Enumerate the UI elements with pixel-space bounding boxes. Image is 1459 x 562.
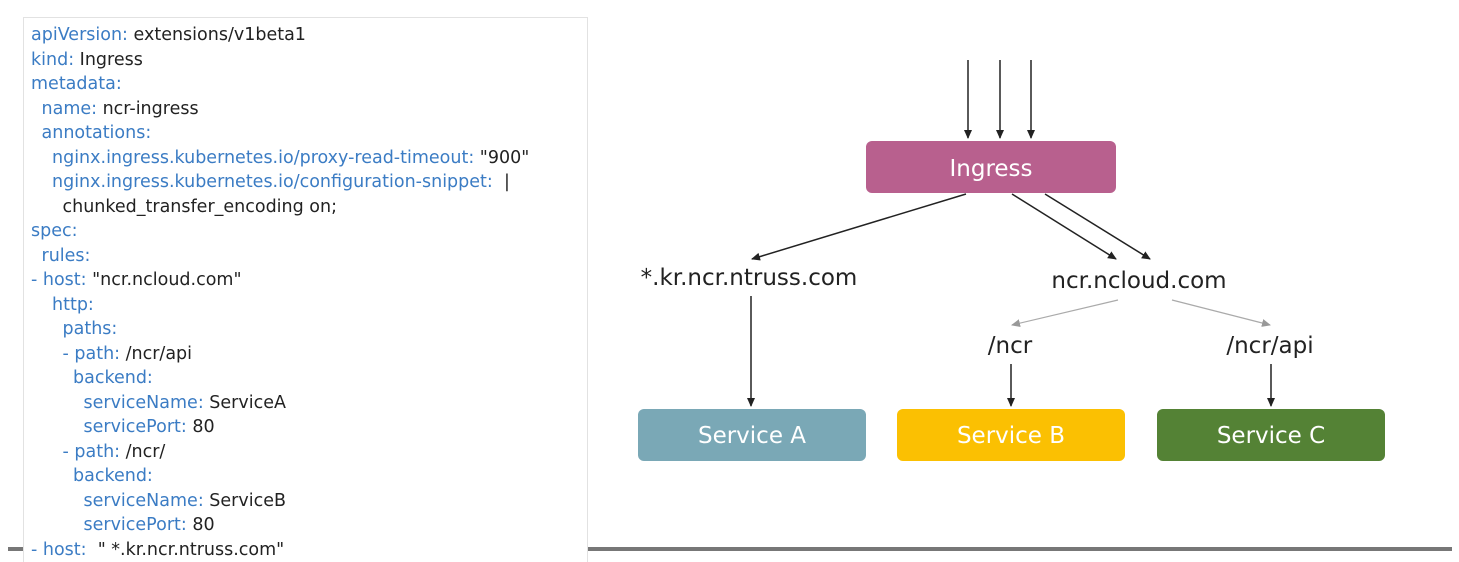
code-value: /ncr/api [120,343,193,364]
code-line: kind: Ingress [31,48,143,72]
code-line: http: [52,293,94,317]
code-key: backend: [73,466,153,486]
code-key: annotations: [41,123,152,143]
code-value: /ncr/ [120,441,166,462]
code-line: rules: [42,244,91,268]
code-key: nginx.ingress.kubernetes.io/proxy-read-t… [52,147,475,168]
code-value: Ingress [74,49,143,70]
code-key: name: [41,98,98,119]
code-key: backend: [73,368,153,388]
path-ncr-api-label: /ncr/api [1226,333,1313,359]
code-key: - path: [62,343,121,364]
code-key: kind: [31,49,75,70]
code-line: metadata: [31,72,122,96]
service-b-label: Service B [957,423,1065,449]
code-value: "900" [474,147,530,168]
code-line: - path: /ncr/api [63,342,193,366]
code-value: chunked_transfer_encoding on; [62,196,338,217]
code-line: paths: [63,317,118,341]
code-key: serviceName: [83,392,204,413]
code-line: annotations: [42,121,152,145]
code-line: name: ncr-ingress [42,97,199,121]
code-value: ServiceB [203,490,286,511]
code-value: "ncr.ncloud.com" [86,270,242,290]
code-key: nginx.ingress.kubernetes.io/configuratio… [52,172,493,192]
service-b-box: Service B [897,409,1125,461]
code-value: ServiceA [203,392,286,413]
code-line: - host: "ncr.ncloud.com" [31,268,242,292]
path-ncr-label: /ncr [988,333,1033,359]
code-key: - host: [31,539,87,560]
code-value: 80 [186,417,215,437]
code-line: backend: [73,464,153,488]
code-line: - host: " *.kr.ncr.ntruss.com" [31,538,284,562]
code-line: apiVersion: extensions/v1beta1 [31,23,306,47]
code-line: servicePort: 80 [84,415,215,439]
arrow-host-right-to-ncr [1011,299,1119,328]
code-line: nginx.ingress.kubernetes.io/configuratio… [52,170,510,194]
arrow-host-right-to-ncr-api [1171,299,1271,327]
code-key: - host: [31,270,87,290]
code-key: apiVersion: [31,25,128,45]
code-key: - path: [62,441,121,462]
ingress-label: Ingress [949,156,1032,182]
ingress-box: Ingress [866,141,1116,193]
arrow-ingress-to-host-right-2 [1044,193,1151,260]
code-key: servicePort: [83,515,187,535]
code-key: metadata: [31,74,122,94]
code-line: chunked_transfer_encoding on; [63,195,338,219]
code-value: " *.kr.ncr.ntruss.com" [86,539,285,560]
code-key: servicePort: [83,417,187,437]
ingress-box-bg [866,141,1116,193]
service-c-box: Service C [1157,409,1385,461]
code-line: - path: /ncr/ [63,440,166,464]
arrow-ingress-to-host-left [751,193,967,261]
service-a-box: Service A [638,409,866,461]
code-value: ncr-ingress [97,98,199,119]
code-value: extensions/v1beta1 [127,25,306,45]
code-line: nginx.ingress.kubernetes.io/proxy-read-t… [52,146,529,170]
code-line: serviceName: ServiceA [84,391,286,415]
service-a-box-bg [638,409,866,461]
service-c-box-bg [1157,409,1385,461]
code-value: | [492,172,510,192]
host-right-label: ncr.ncloud.com [1051,268,1226,294]
code-line: spec: [31,219,78,243]
code-key: rules: [41,245,91,266]
service-c-label: Service C [1217,423,1325,449]
code-line: servicePort: 80 [84,513,215,537]
host-left-label: *.kr.ncr.ntruss.com [641,265,858,291]
code-key: paths: [62,319,118,339]
code-line: backend: [73,366,153,390]
code-value: 80 [186,515,215,535]
service-b-box-bg [897,409,1125,461]
code-key: serviceName: [83,490,204,511]
code-key: http: [52,294,94,315]
code-line: serviceName: ServiceB [84,489,286,513]
arrow-ingress-to-host-right-1 [1011,193,1117,260]
code-key: spec: [31,221,78,241]
service-a-label: Service A [698,423,806,449]
